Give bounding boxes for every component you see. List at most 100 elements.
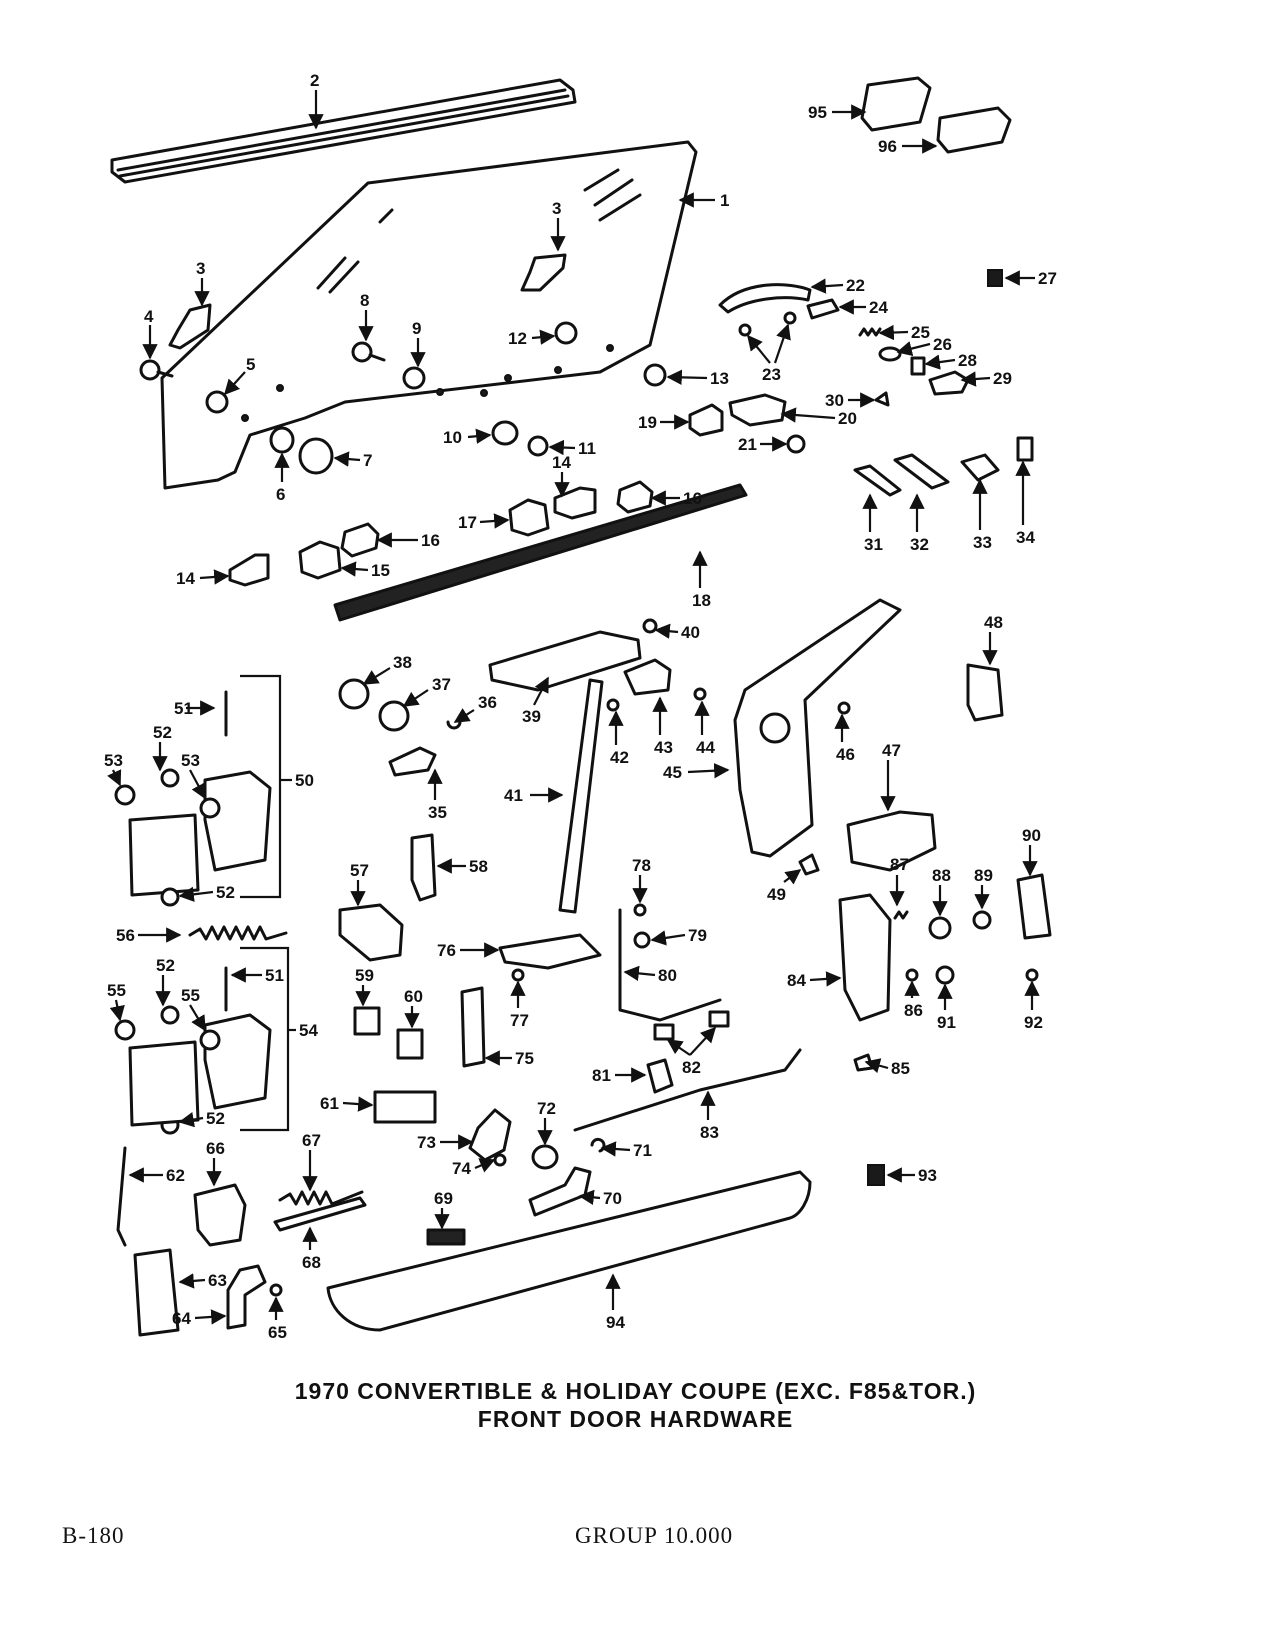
part-77-screw [511, 968, 525, 982]
part-82-clip [653, 1023, 675, 1041]
callout-52d: 52 [206, 1109, 225, 1128]
callout-83: 83 [700, 1123, 719, 1142]
part-58-bracket [410, 833, 437, 902]
callout-16a: 16 [421, 531, 440, 550]
part-93-clip [867, 1164, 885, 1186]
part-69-button [426, 1228, 466, 1246]
callout-60: 60 [404, 987, 423, 1006]
part-41-arm [558, 678, 604, 914]
callout-48: 48 [984, 613, 1003, 632]
part-96-lamp-housing [936, 106, 1012, 154]
part-89-washer [972, 910, 992, 930]
callout-69: 69 [434, 1189, 453, 1208]
part-53-bolt [114, 784, 136, 806]
part-21-knob [786, 434, 806, 454]
callout-43: 43 [654, 738, 673, 757]
part-70-handle [528, 1166, 592, 1217]
part-35-crank [388, 746, 437, 777]
part-2-weatherstrip [110, 78, 577, 184]
callout-56: 56 [116, 926, 135, 945]
part-71-clip [590, 1137, 606, 1153]
callout-58: 58 [469, 857, 488, 876]
part-24-lock-cylinder [806, 298, 840, 320]
part-32-pad [893, 453, 950, 490]
callout-45: 45 [663, 763, 682, 782]
callout-36: 36 [478, 693, 497, 712]
callout-37: 37 [432, 675, 451, 694]
callout-31: 31 [864, 535, 883, 554]
part-15-clip [298, 540, 342, 580]
part-4-bolt [139, 359, 174, 381]
parts-illustrations [110, 76, 1052, 1337]
part-49-bumper [798, 853, 820, 876]
part-50-upper-hinge [128, 813, 200, 897]
callout-28: 28 [958, 351, 977, 370]
part-52-bushing-c [160, 1005, 180, 1025]
callout-3b: 3 [552, 199, 561, 218]
part-87-spring [893, 910, 909, 920]
callout-44: 44 [696, 738, 715, 757]
part-74-screw [493, 1153, 507, 1167]
callout-29: 29 [993, 369, 1012, 388]
part-88-striker [928, 916, 952, 940]
callout-19: 19 [638, 413, 657, 432]
callout-9: 9 [412, 319, 421, 338]
part-57-bracket [338, 903, 404, 962]
callout-61: 61 [320, 1094, 339, 1113]
callout-21: 21 [738, 435, 757, 454]
part-19-bracket [688, 403, 724, 437]
part-94-lower-molding [326, 1170, 812, 1332]
callout-6: 6 [276, 485, 285, 504]
callout-95: 95 [808, 103, 827, 122]
part-82-clip-b [708, 1010, 730, 1028]
callout-20: 20 [838, 409, 857, 428]
part-39-guide [488, 630, 642, 692]
callout-88: 88 [932, 866, 951, 885]
callout-14b: 14 [552, 453, 571, 472]
callout-numbers: 1 2 3 3 4 5 6 7 8 9 10 11 12 13 14 14 15… [104, 71, 1057, 1342]
part-47-motor [846, 810, 937, 872]
part-55-bolt [114, 1019, 136, 1041]
callout-86: 86 [904, 1001, 923, 1020]
part-31-pad [853, 464, 902, 497]
part-60-switch [396, 1028, 424, 1060]
callout-52b: 52 [216, 883, 235, 902]
callout-78: 78 [632, 856, 651, 875]
part-38-spring [338, 678, 370, 710]
callout-12: 12 [508, 329, 527, 348]
callout-64: 64 [172, 1309, 191, 1328]
callout-87: 87 [890, 855, 909, 874]
callout-77: 77 [510, 1011, 529, 1030]
callout-35: 35 [428, 803, 447, 822]
callout-91: 91 [937, 1013, 956, 1032]
callout-67: 67 [302, 1131, 321, 1150]
callout-79: 79 [688, 926, 707, 945]
callout-15: 15 [371, 561, 390, 580]
callout-76: 76 [437, 941, 456, 960]
part-1-door-glass [160, 140, 698, 490]
callout-54: 54 [299, 1021, 318, 1040]
part-17-clip [508, 498, 550, 537]
callout-55a: 55 [107, 981, 126, 1000]
callout-24: 24 [869, 298, 888, 317]
callout-42: 42 [610, 748, 629, 767]
callout-80: 80 [658, 966, 677, 985]
callout-71: 71 [633, 1141, 652, 1160]
callout-26: 26 [933, 335, 952, 354]
callout-65: 65 [268, 1323, 287, 1342]
callout-49: 49 [767, 885, 786, 904]
callout-62: 62 [166, 1166, 185, 1185]
part-14-clip-left [228, 553, 270, 587]
part-66-bracket [193, 1183, 247, 1247]
callout-90: 90 [1022, 826, 1041, 845]
part-18-belt-seal [333, 483, 748, 622]
part-68-rod [273, 1196, 367, 1232]
callout-75: 75 [515, 1049, 534, 1068]
callout-23: 23 [762, 365, 781, 384]
callout-11: 11 [578, 439, 596, 458]
callout-53b: 53 [181, 751, 200, 770]
callout-93: 93 [918, 1166, 937, 1185]
part-46-nut [837, 701, 851, 715]
part-55-bolt-b [199, 1029, 221, 1051]
